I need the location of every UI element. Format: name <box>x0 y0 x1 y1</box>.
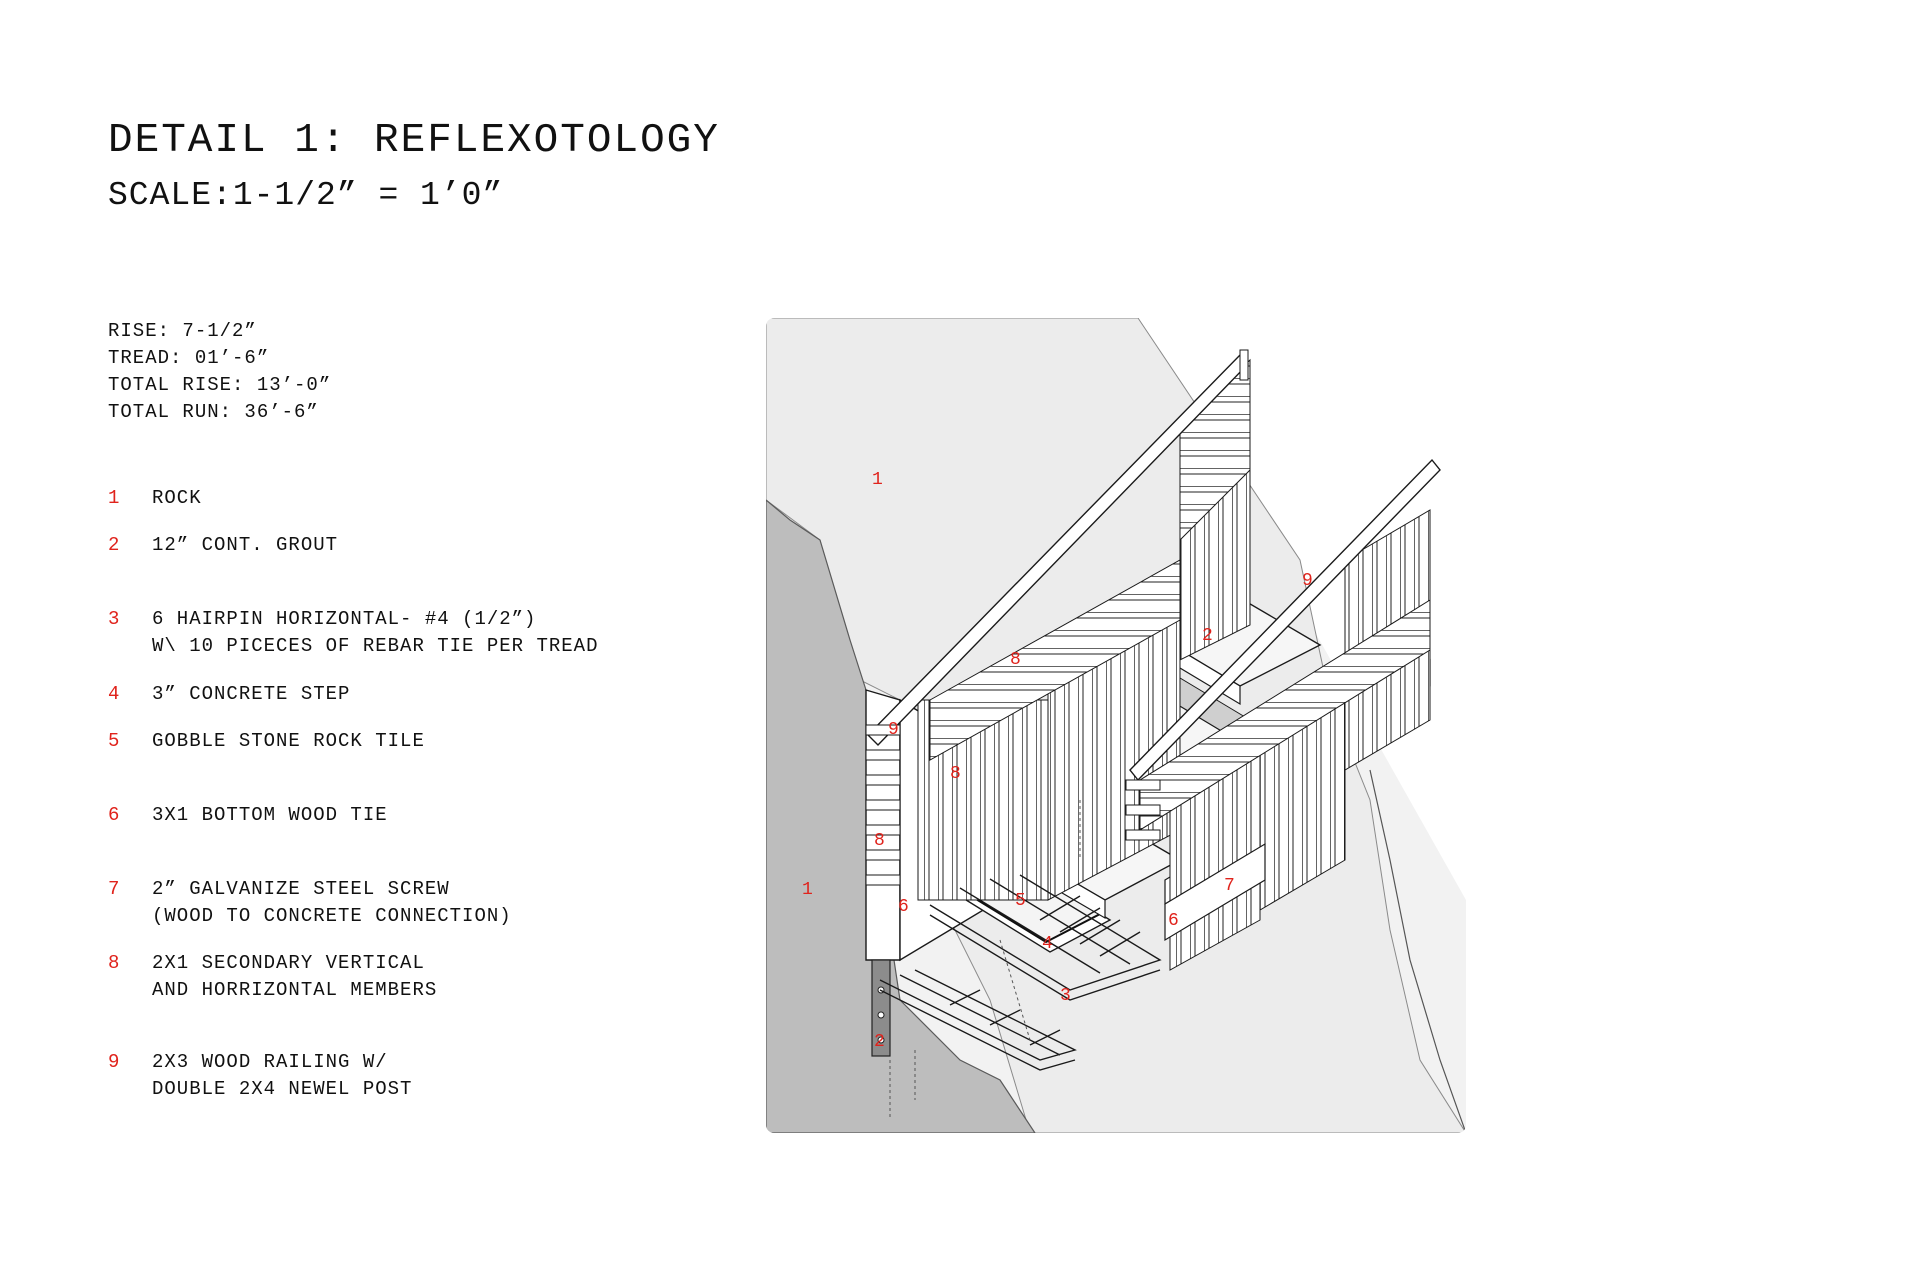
scale-label: SCALE:1-1/2” = 1’0” <box>108 177 504 214</box>
left-side-rail-stack <box>865 724 901 886</box>
callout-secondary-members: 8 <box>950 764 961 784</box>
callout-grout: 2 <box>874 1032 885 1052</box>
rebar-hairpin-lower <box>879 969 1077 1071</box>
callout-wood-railing: 9 <box>888 720 899 740</box>
legend-text: 2X3 WOOD RAILING W/ <box>152 1051 388 1073</box>
callout-hairpin: 3 <box>1060 986 1071 1006</box>
callout-rock-tile: 5 <box>1015 891 1026 911</box>
callout-secondary-members: 8 <box>874 831 885 851</box>
legend-text: W\ 10 PICECES OF REBAR TIE PER TREAD <box>152 635 599 657</box>
right-rail-stack <box>1125 779 1161 841</box>
callout-wood-tie: 6 <box>898 897 909 917</box>
hidden-lines <box>889 800 1081 1120</box>
ground-line <box>1369 769 1466 1133</box>
legend-text: 12” CONT. GROUT <box>152 534 339 556</box>
spec-total-run: TOTAL RUN: 36’-6” <box>108 401 319 423</box>
legend-text: ROCK <box>152 487 202 509</box>
legend-text: (WOOD TO CONCRETE CONNECTION) <box>152 905 512 927</box>
legend-text: 2X1 SECONDARY VERTICAL <box>152 952 425 974</box>
callout-rock: 1 <box>872 470 883 490</box>
detail-title: DETAIL 1: REFLEXOTOLOGY <box>108 118 720 164</box>
legend-number: 5 <box>108 730 121 752</box>
spec-tread: TREAD: 01’-6” <box>108 347 270 369</box>
axonometric-stair-drawing: 1 1 2 2 3 4 5 6 6 7 8 8 8 9 9 <box>766 318 1466 1133</box>
legend-text: GOBBLE STONE ROCK TILE <box>152 730 425 752</box>
legend-text: 3X1 BOTTOM WOOD TIE <box>152 804 388 826</box>
spec-total-rise: TOTAL RISE: 13’-0” <box>108 374 332 396</box>
legend-text: 2” GALVANIZE STEEL SCREW <box>152 878 450 900</box>
legend-number: 4 <box>108 683 121 705</box>
callout-rock: 1 <box>802 880 813 900</box>
legend-text: DOUBLE 2X4 NEWEL POST <box>152 1078 413 1100</box>
legend-text: AND HORRIZONTAL MEMBERS <box>152 979 438 1001</box>
bracket-bolt <box>877 1011 885 1019</box>
legend-text: 3” CONCRETE STEP <box>152 683 351 705</box>
legend-number: 3 <box>108 608 121 630</box>
callout-grout: 2 <box>1202 626 1213 646</box>
stair-specs: RISE: 7-1/2” TREAD: 01’-6” TOTAL RISE: 1… <box>108 318 331 426</box>
bracket-bolt <box>877 1036 885 1044</box>
legend-number: 9 <box>108 1051 121 1073</box>
rebar-hairpin-upper <box>929 874 1162 1001</box>
concrete-base-right <box>1164 842 1266 942</box>
right-railing <box>1129 458 1441 782</box>
callout-secondary-members: 8 <box>1010 650 1021 670</box>
callout-concrete-step: 4 <box>1042 934 1053 954</box>
newel-post <box>1239 349 1249 381</box>
legend-number: 7 <box>108 878 121 900</box>
callout-wood-railing: 9 <box>1302 571 1313 591</box>
legend-number: 1 <box>108 487 121 509</box>
legend-number: 6 <box>108 804 121 826</box>
callout-wood-tie: 6 <box>1168 911 1179 931</box>
legend-text: 6 HAIRPIN HORIZONTAL- #4 (1/2”) <box>152 608 537 630</box>
legend-number: 8 <box>108 952 121 974</box>
callout-steel-screw: 7 <box>1224 876 1235 896</box>
steel-bracket <box>871 959 891 1057</box>
spec-rise: RISE: 7-1/2” <box>108 320 257 342</box>
legend-number: 2 <box>108 534 121 556</box>
